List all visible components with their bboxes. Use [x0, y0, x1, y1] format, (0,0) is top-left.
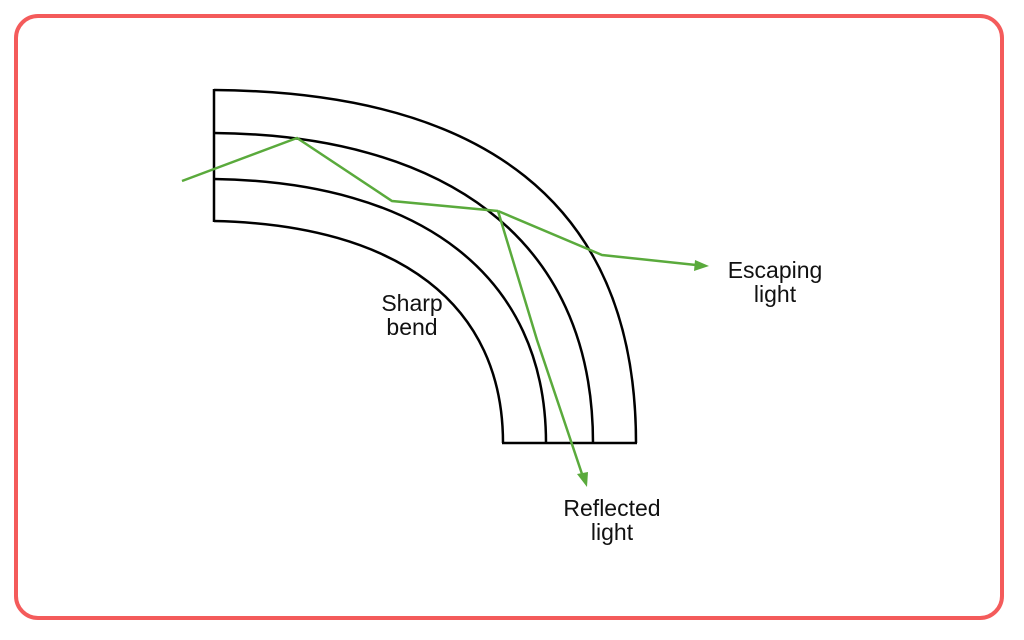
sharp-bend-label-line2: bend	[386, 314, 438, 340]
reflected-light-ray	[496, 210, 584, 475]
escaping-light-arrowhead	[694, 260, 709, 271]
diagram-frame	[14, 14, 1004, 620]
escaping-light-label-line1: Escaping	[727, 257, 823, 283]
reflected-light-arrowhead	[577, 472, 588, 487]
escaping-light-label-line2: light	[753, 281, 797, 307]
sharp-bend-label-line1: Sharp	[381, 290, 443, 316]
reflected-light-label-line2: light	[590, 519, 634, 545]
escaping-light-ray	[497, 209, 697, 267]
reflected-light-label: Reflected light	[550, 496, 674, 544]
core-lower-boundary	[213, 177, 548, 444]
core-upper-boundary	[213, 131, 595, 444]
cladding-inner-boundary	[213, 219, 505, 444]
escaping-light-label: Escaping light	[712, 258, 838, 306]
sharp-bend-label: Sharp bend	[370, 291, 454, 339]
reflected-light-label-line1: Reflected	[563, 495, 661, 521]
cladding-outer-boundary	[213, 88, 638, 444]
incident-light-ray	[181, 136, 499, 213]
